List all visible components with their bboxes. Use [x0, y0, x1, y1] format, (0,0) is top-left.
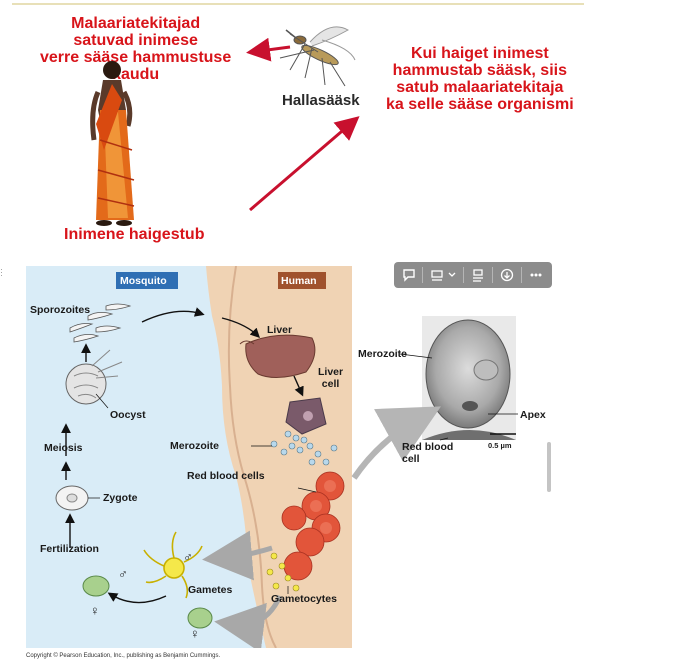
align-icon — [473, 269, 483, 282]
layout-icon — [430, 270, 443, 281]
toolbar-separator — [492, 267, 493, 283]
gametocyte-dots — [266, 552, 300, 592]
arrow-to-mosquito — [249, 116, 360, 212]
arrow-to-liver — [221, 317, 260, 338]
comment-button[interactable] — [398, 265, 420, 285]
scrollbar-thumb[interactable] — [547, 442, 551, 492]
label-gametocytes: Gametocytes — [271, 593, 337, 605]
arrow-gametes-to-female — [107, 592, 167, 604]
label-merozoite: Merozoite — [170, 440, 220, 452]
drag-handle-icon[interactable]: ··· — [0, 264, 3, 280]
red-blood-cell-surface — [422, 430, 516, 440]
toolbar-separator — [521, 267, 522, 283]
align-button[interactable] — [466, 265, 490, 285]
human-header: Human — [281, 275, 317, 287]
toolbar-separator — [422, 267, 423, 283]
person-caption: Inimene haigestub — [64, 226, 205, 243]
label-oocyst: Oocyst — [110, 409, 146, 421]
male-gamete-illustration — [143, 531, 203, 599]
oocyst-illustration — [65, 349, 123, 405]
merozoite-dots — [270, 430, 338, 466]
toolbar-separator — [463, 267, 464, 283]
male-symbol-2: ♂ — [118, 566, 128, 581]
copyright-text: Copyright © Pearson Education, Inc., pub… — [26, 653, 221, 659]
label-meiosis: Meiosis — [44, 442, 83, 454]
human-silhouette — [227, 266, 277, 648]
mosquito-header: Mosquito — [120, 275, 167, 287]
female-gametocyte-illustration — [187, 607, 213, 629]
layout-button[interactable] — [425, 265, 461, 285]
more-icon — [530, 273, 542, 277]
label-gametes: Gametes — [188, 584, 233, 596]
mosquito-label: Hallasääsk — [282, 92, 360, 109]
mosquito-illustration — [279, 26, 356, 87]
micrograph — [351, 316, 518, 480]
label-zygote: Zygote — [103, 492, 138, 504]
arrow-female-gametocyte-loop — [214, 594, 283, 648]
comment-icon — [403, 269, 415, 282]
label-sporozoites: Sporozoites — [30, 304, 91, 316]
arrow-spor-to-human — [141, 307, 205, 323]
top-illustration — [90, 26, 360, 226]
zygote-illustration — [55, 485, 89, 511]
download-icon — [500, 268, 514, 282]
arrow-to-micrograph — [351, 406, 442, 480]
chevron-down-icon — [448, 272, 455, 277]
merozoite-cell — [425, 319, 511, 429]
female-gamete-illustration — [82, 575, 110, 597]
label-liver-cell: Liver cell — [318, 366, 344, 390]
micrograph-scale-label: 0.5 µm — [488, 441, 512, 450]
label-liver: Liver — [267, 324, 293, 336]
more-button[interactable] — [524, 265, 548, 285]
micrograph-label-merozoite: Merozoite — [358, 348, 408, 360]
lifecycle-diagram — [26, 266, 352, 648]
left-caption: Malaariatekitajad satuvad inimese verre … — [40, 15, 232, 83]
image-toolbar — [394, 262, 552, 288]
person-illustration — [90, 61, 135, 226]
sporozoites-illustration — [69, 303, 132, 343]
female-symbol-1: ♀ — [90, 603, 100, 618]
label-red-blood-cells: Red blood cells — [187, 470, 265, 482]
mosquito-header-bg — [116, 272, 178, 289]
arrow-to-human — [246, 37, 291, 62]
micrograph-label-rbc: Red blood cell — [402, 441, 454, 465]
arrow-liver-to-cell — [293, 375, 304, 397]
liver-illustration — [245, 334, 316, 378]
human-header-bg — [278, 272, 326, 289]
right-caption: Kui haiget inimest hammustab sääsk, siis… — [386, 45, 574, 113]
micrograph-label-apex: Apex — [520, 409, 546, 421]
label-fertilization: Fertilization — [40, 543, 99, 555]
download-button[interactable] — [495, 265, 519, 285]
top-divider — [12, 3, 584, 5]
male-symbol-1: ♂ — [183, 549, 193, 564]
arrow-gametocytes-to-mosquito — [202, 530, 273, 581]
female-symbol-2: ♀ — [190, 626, 200, 641]
